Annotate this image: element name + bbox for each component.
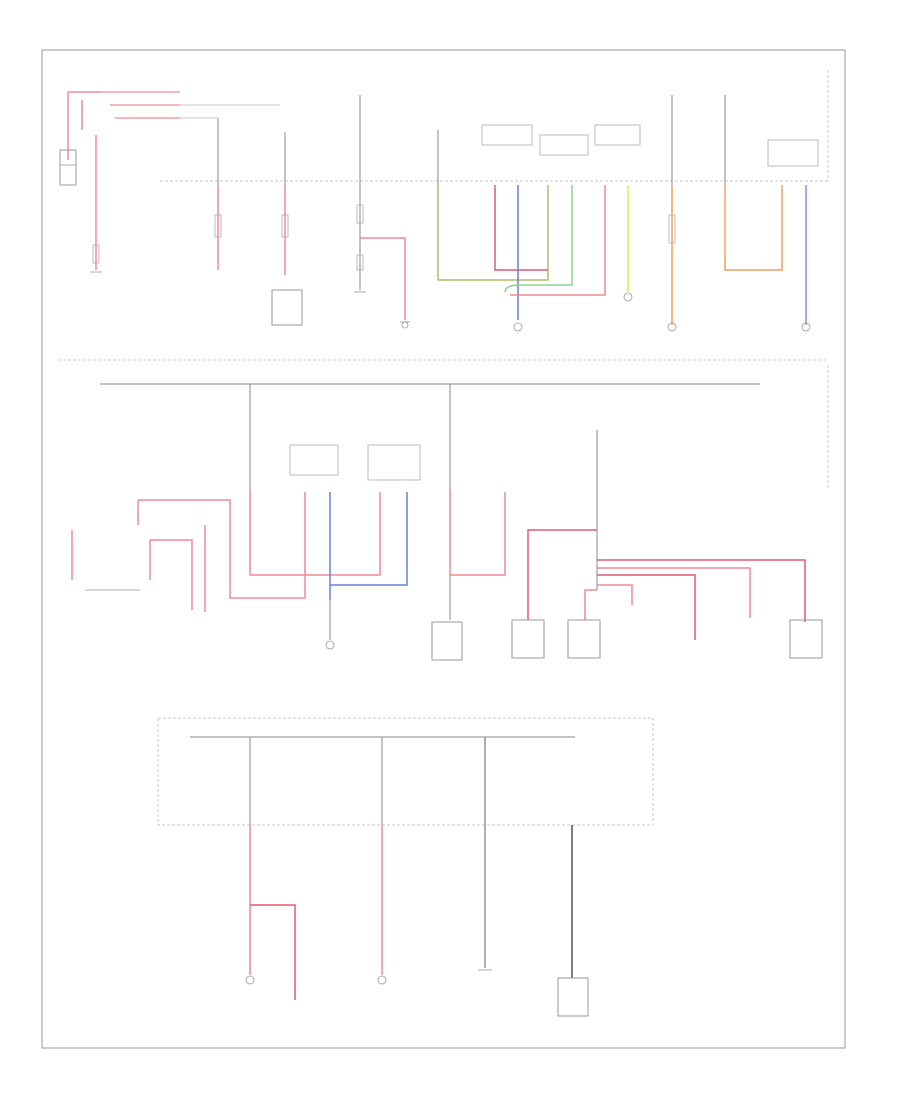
top-section [59, 70, 829, 332]
component-box-e [557, 977, 589, 1017]
battery-feed [59, 91, 280, 273]
component-box-b [511, 619, 545, 659]
battery-icon [59, 149, 77, 186]
component-box-c [567, 619, 601, 659]
module-box-2 [367, 444, 421, 481]
module-box-1 [289, 444, 339, 476]
component-box-a [271, 289, 303, 326]
middle-section [71, 365, 829, 661]
component-box-d [789, 619, 823, 659]
bottom-section [157, 717, 654, 1017]
diagram-frame [41, 49, 846, 1049]
ground-icon [513, 322, 523, 332]
relay-b-box [539, 134, 589, 156]
relay-d-box [767, 139, 819, 167]
relay-a-box [481, 124, 533, 146]
top-fuse-drops [214, 95, 819, 332]
relay-c-box [594, 124, 641, 146]
